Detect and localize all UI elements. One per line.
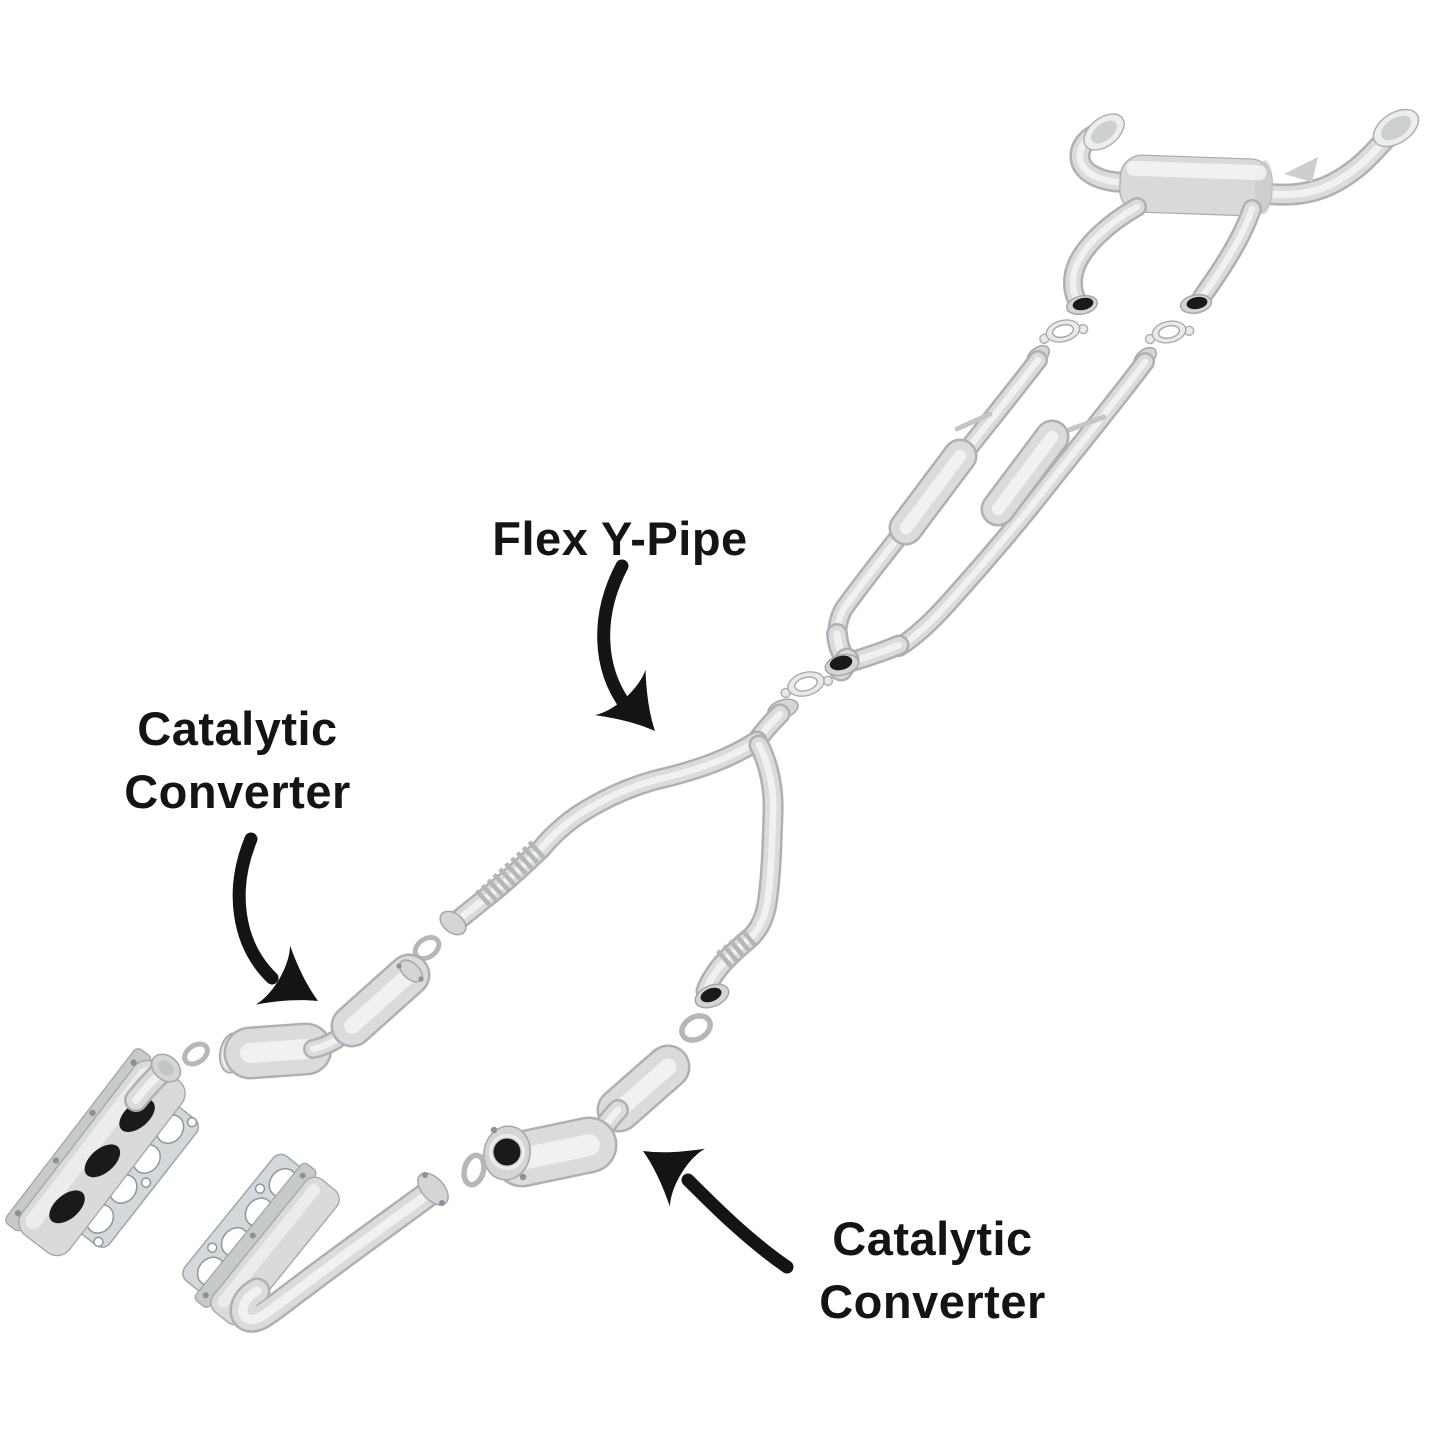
flex-branch-left-flange xyxy=(439,910,467,936)
arrow-to-right-catalytic-converter xyxy=(643,1148,794,1274)
manifold-port xyxy=(84,1144,121,1178)
hanger-rod-right xyxy=(1066,414,1107,433)
muffler-downpipe-left xyxy=(1063,197,1147,316)
tailpipe-tip-left xyxy=(1083,113,1125,151)
label-catalytic-converter-left: Catalytic Converter xyxy=(80,698,395,823)
flex-section-right xyxy=(715,928,758,970)
label-flex-y-pipe-text: Flex Y-Pipe xyxy=(492,512,748,565)
label-line: Catalytic xyxy=(832,1212,1033,1265)
y-collector xyxy=(824,623,910,682)
flange-gasket-left xyxy=(1039,319,1089,344)
rear-muffler-assembly xyxy=(1063,108,1420,316)
intermediate-pipe-right xyxy=(889,346,1157,657)
arrowhead xyxy=(255,945,318,1005)
hanger-rod-left xyxy=(954,411,993,432)
collector-gasket xyxy=(780,671,834,699)
manifold-port xyxy=(49,1190,85,1224)
donut-gasket-left-cat-inlet xyxy=(182,1041,210,1067)
exhaust-manifold-left xyxy=(5,1048,186,1257)
flex-y-pipe xyxy=(439,698,799,1009)
intermediate-pipe-left xyxy=(827,344,1050,647)
arrowhead xyxy=(643,1148,706,1207)
label-line: Converter xyxy=(124,764,351,818)
label-catalytic-converter-right: Catalytic Converter xyxy=(775,1208,1090,1333)
manifold-port xyxy=(119,1099,155,1132)
exhaust-manifold-right xyxy=(194,1162,449,1333)
muffler-body xyxy=(1119,154,1274,217)
catalytic-converter-right xyxy=(483,1044,691,1188)
arrowhead xyxy=(594,669,655,731)
tailpipe-tip-right xyxy=(1372,108,1420,148)
catalytic-converter-left xyxy=(218,953,431,1080)
arrow-to-flex-y-pipe xyxy=(594,559,655,731)
muffler-downpipe-right xyxy=(1179,199,1262,315)
arrow-to-left-catalytic-converter xyxy=(232,832,318,1005)
label-line: Converter xyxy=(819,1274,1046,1328)
label-line: Catalytic xyxy=(137,702,338,755)
label-flex-y-pipe: Flex Y-Pipe xyxy=(460,508,780,571)
cat-right-opening xyxy=(493,1138,521,1166)
donut-gasket-right-branch xyxy=(679,1013,713,1043)
donut-gasket-right-cat-inlet xyxy=(461,1152,487,1188)
flange-gasket-right xyxy=(1144,320,1195,345)
muffler-bracket xyxy=(1284,157,1318,182)
